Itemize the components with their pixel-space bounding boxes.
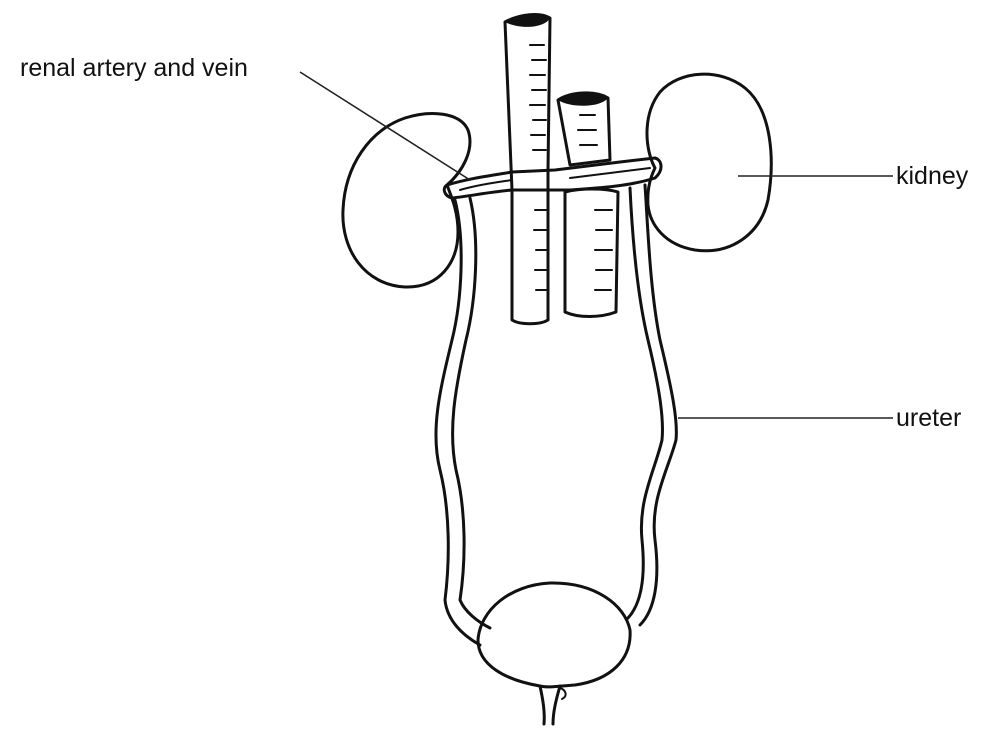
renal-label: renal artery and vein — [20, 54, 248, 82]
renal-vessel-inner — [460, 180, 512, 190]
urethra — [540, 686, 544, 724]
renal-vessel-inner — [570, 168, 650, 178]
kidney-label: kidney — [896, 162, 969, 190]
bladder — [478, 583, 630, 687]
vena-cava-lower — [565, 189, 618, 317]
right-ureter-outer — [640, 185, 676, 625]
left-ureter-outer — [436, 200, 480, 645]
urethra — [553, 686, 560, 724]
ureter-label: ureter — [896, 404, 961, 432]
urethra-tip — [560, 688, 566, 699]
right-kidney — [647, 74, 771, 251]
left-ureter-inner — [453, 198, 490, 628]
renal-leader-line — [300, 72, 470, 180]
renal-vessels — [444, 158, 661, 198]
aorta-top — [505, 15, 550, 27]
